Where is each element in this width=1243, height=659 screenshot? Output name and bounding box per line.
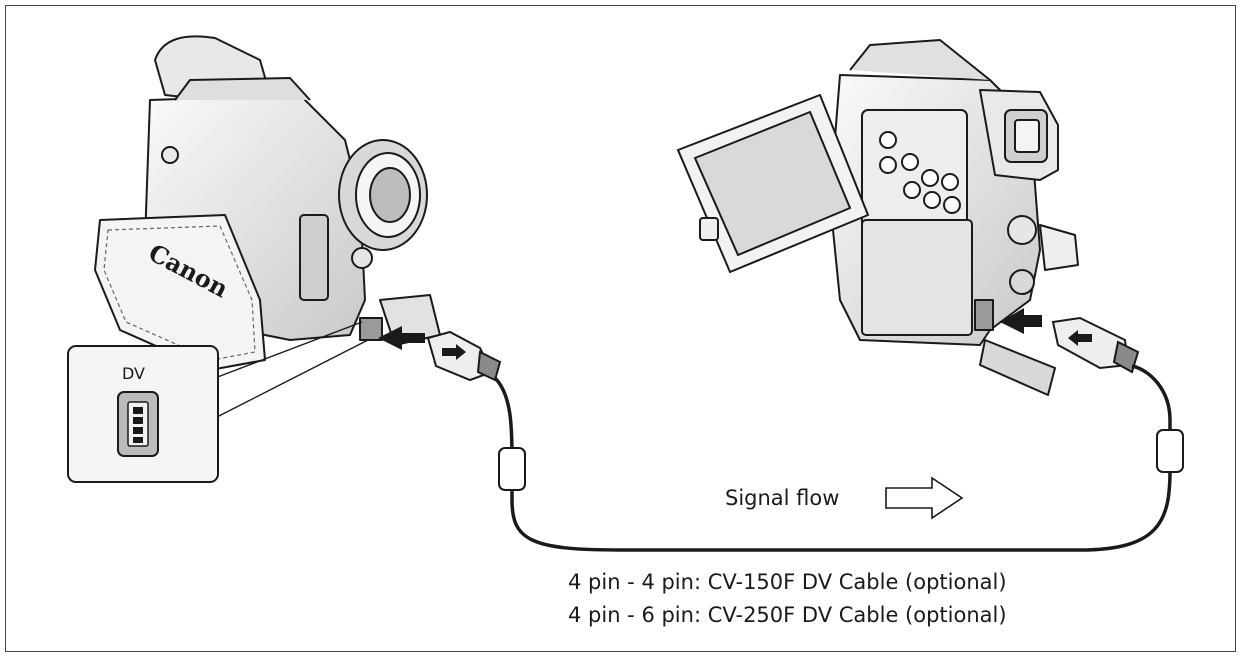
ferrite-core-left — [498, 447, 526, 491]
left-cable-plug — [426, 330, 502, 382]
signal-flow-arrow-icon — [885, 476, 964, 520]
dv-port-inset — [67, 345, 219, 483]
plug-arrow-icon — [1068, 330, 1092, 346]
ferrite-core-right — [1156, 429, 1184, 473]
cable-option-1: 4 pin - 4 pin: CV-150F DV Cable (optiona… — [568, 570, 1007, 594]
left-insert-arrow-icon — [378, 326, 425, 350]
right-camcorder — [829, 39, 1079, 396]
right-insert-arrow-icon — [1000, 308, 1042, 334]
dv-port-icon — [117, 391, 159, 457]
dv-cable — [493, 364, 1172, 552]
plug-arrow-icon — [442, 344, 466, 360]
lcd-screen — [676, 93, 870, 274]
left-camcorder — [94, 35, 441, 371]
cable-option-2: 4 pin - 6 pin: CV-250F DV Cable (optiona… — [568, 603, 1007, 627]
right-cable-plug — [1051, 316, 1140, 374]
callout-lines — [214, 321, 369, 419]
dv-port-label: DV — [122, 364, 145, 383]
signal-flow-label: Signal flow — [725, 486, 840, 510]
